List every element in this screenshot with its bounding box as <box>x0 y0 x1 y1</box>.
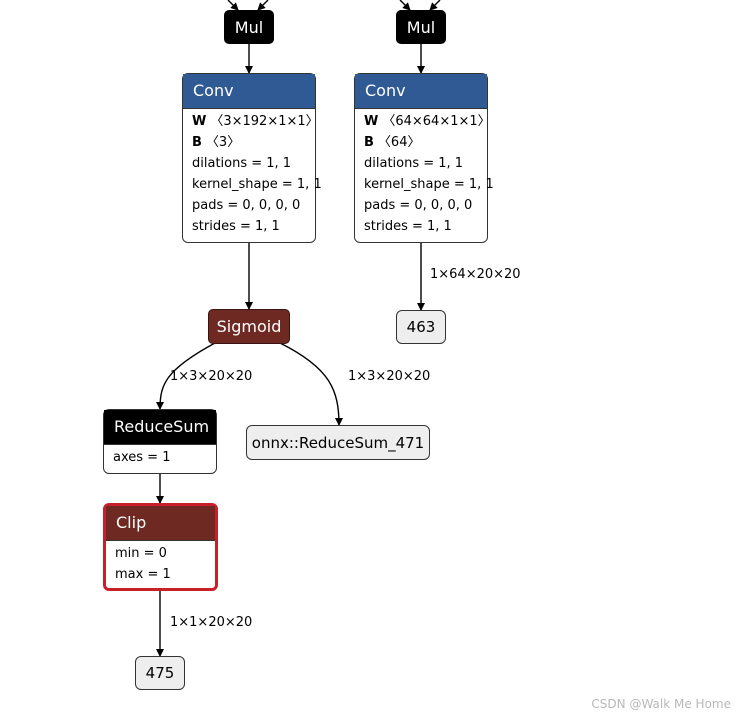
clip-node-title: Clip <box>106 506 215 540</box>
clip-node[interactable]: Clip min = 0 max = 1 <box>103 503 218 591</box>
edge-into-mul-left-b <box>257 0 269 11</box>
edge-into-mul-right-b <box>429 0 441 11</box>
edge-label-sigmoid-to-output: 1×3×20×20 <box>348 369 431 384</box>
conv-node-right-title: Conv <box>355 74 487 108</box>
conv-left-weight-b-name: B <box>192 135 202 150</box>
conv-right-attr-pads: pads = 0, 0, 0, 0 <box>364 198 473 213</box>
conv-left-weight-b-shape: 〈3〉 <box>205 135 241 150</box>
conv-left-weight-b: B〈3〉 <box>192 132 307 153</box>
clip-attr-min: min = 0 <box>115 546 167 561</box>
output-tensor-reducesum-471-label: onnx::ReduceSum_471 <box>251 433 425 452</box>
reducesum-attr-axes: axes = 1 <box>113 450 171 465</box>
conv-right-weight-b-name: B <box>364 135 374 150</box>
conv-right-weight-b-shape: 〈64〉 <box>377 135 421 150</box>
clip-attr-max: max = 1 <box>115 567 171 582</box>
output-tensor-475-label: 475 <box>145 664 175 682</box>
edge-sigmoid-to-output <box>279 342 343 426</box>
conv-node-right[interactable]: Conv W〈64×64×1×1〉 B〈64〉 dilations = 1, 1… <box>354 73 494 243</box>
edge-sigmoid-to-reducesum <box>156 342 216 410</box>
reducesum-node[interactable]: ReduceSum axes = 1 <box>103 409 217 474</box>
conv-right-attr-dilations: dilations = 1, 1 <box>364 156 464 171</box>
output-tensor-reducesum-471[interactable]: onnx::ReduceSum_471 <box>246 425 430 460</box>
conv-left-attr-pads: pads = 0, 0, 0, 0 <box>192 198 301 213</box>
conv-left-attr-strides: strides = 1, 1 <box>192 219 280 234</box>
conv-node-left-body: W〈3×192×1×1〉 B〈3〉 dilations = 1, 1 kerne… <box>183 108 322 241</box>
edge-label-clip-to-475: 1×1×20×20 <box>170 615 253 630</box>
conv-right-weight-w-name: W <box>364 114 379 129</box>
clip-node-body: min = 0 max = 1 <box>106 540 215 589</box>
mul-node-left[interactable]: Mul <box>224 10 274 44</box>
mul-node-right-label: Mul <box>406 17 436 37</box>
reducesum-node-title: ReduceSum <box>104 410 216 444</box>
edge-into-mul-left-a <box>227 0 239 11</box>
mul-node-left-label: Mul <box>234 17 264 37</box>
edge-label-conv-to-463: 1×64×20×20 <box>430 267 521 282</box>
conv-left-attr-kernel-shape: kernel_shape = 1, 1 <box>192 177 322 192</box>
mul-node-right[interactable]: Mul <box>396 10 446 44</box>
sigmoid-node[interactable]: Sigmoid <box>208 309 290 344</box>
edge-into-mul-right-a <box>399 0 411 11</box>
conv-left-attr-dilations: dilations = 1, 1 <box>192 156 292 171</box>
output-tensor-475[interactable]: 475 <box>135 656 185 690</box>
conv-node-left-title: Conv <box>183 74 315 108</box>
watermark: CSDN @Walk Me Home <box>591 697 731 711</box>
conv-left-weight-w: W〈3×192×1×1〉 <box>192 111 319 132</box>
conv-right-attr-strides: strides = 1, 1 <box>364 219 452 234</box>
conv-left-weight-w-name: W <box>192 114 207 129</box>
edge-label-sigmoid-to-reducesum: 1×3×20×20 <box>170 369 253 384</box>
sigmoid-node-label: Sigmoid <box>216 317 282 336</box>
output-tensor-463-label: 463 <box>406 318 436 336</box>
conv-right-weight-w-shape: 〈64×64×1×1〉 <box>382 114 491 129</box>
conv-right-weight-b: B〈64〉 <box>364 132 479 153</box>
output-tensor-463[interactable]: 463 <box>396 310 446 344</box>
reducesum-node-body: axes = 1 <box>104 444 216 472</box>
conv-node-left[interactable]: Conv W〈3×192×1×1〉 B〈3〉 dilations = 1, 1 … <box>182 73 322 243</box>
conv-node-right-body: W〈64×64×1×1〉 B〈64〉 dilations = 1, 1 kern… <box>355 108 494 241</box>
conv-left-weight-w-shape: 〈3×192×1×1〉 <box>210 114 319 129</box>
conv-right-attr-kernel-shape: kernel_shape = 1, 1 <box>364 177 494 192</box>
conv-right-weight-w: W〈64×64×1×1〉 <box>364 111 491 132</box>
